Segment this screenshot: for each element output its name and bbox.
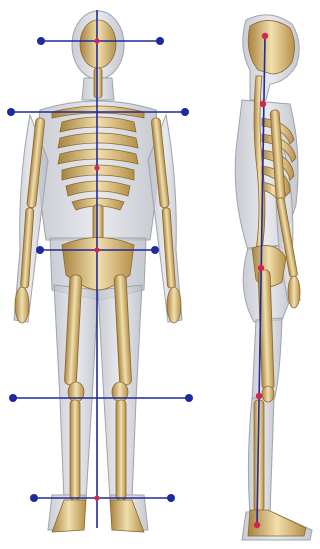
front-head-line-left-dot bbox=[37, 37, 45, 45]
side-skull bbox=[248, 20, 294, 74]
front-knee-line-left-dot bbox=[9, 394, 17, 402]
front-ankle-marker bbox=[94, 495, 99, 500]
front-cervical-spine bbox=[94, 68, 102, 98]
side-hip-marker bbox=[258, 265, 264, 271]
front-right-patella bbox=[112, 382, 128, 402]
side-patella bbox=[262, 386, 274, 402]
front-hip-line-right-dot bbox=[151, 246, 159, 254]
front-shoulder-line-left-dot bbox=[7, 108, 15, 116]
front-right-tibia bbox=[116, 400, 126, 500]
front-shoulder-line-right-dot bbox=[181, 108, 189, 116]
side-hand bbox=[288, 276, 300, 308]
front-knee-line-right-dot bbox=[185, 394, 193, 402]
front-chest-marker bbox=[94, 165, 99, 170]
side-ear-marker bbox=[262, 33, 268, 39]
front-head-marker bbox=[94, 38, 99, 43]
front-ankle-line-right-dot bbox=[167, 494, 175, 502]
front-ankle-line-left-dot bbox=[30, 494, 38, 502]
front-head-line-right-dot bbox=[156, 37, 164, 45]
side-shoulder-marker bbox=[260, 101, 266, 107]
side-skeleton bbox=[248, 20, 306, 536]
side-ankle-marker bbox=[254, 522, 260, 528]
front-left-tibia bbox=[70, 400, 80, 500]
front-right-hand bbox=[167, 287, 181, 323]
front-left-patella bbox=[68, 382, 84, 402]
front-skull bbox=[80, 20, 116, 68]
side-knee-marker bbox=[256, 393, 262, 399]
side-view bbox=[235, 15, 312, 540]
front-view bbox=[7, 10, 193, 532]
front-hip-line-left-dot bbox=[36, 246, 44, 254]
front-hip-marker bbox=[94, 247, 99, 252]
front-left-hand bbox=[15, 287, 29, 323]
front-skeleton bbox=[15, 20, 181, 532]
